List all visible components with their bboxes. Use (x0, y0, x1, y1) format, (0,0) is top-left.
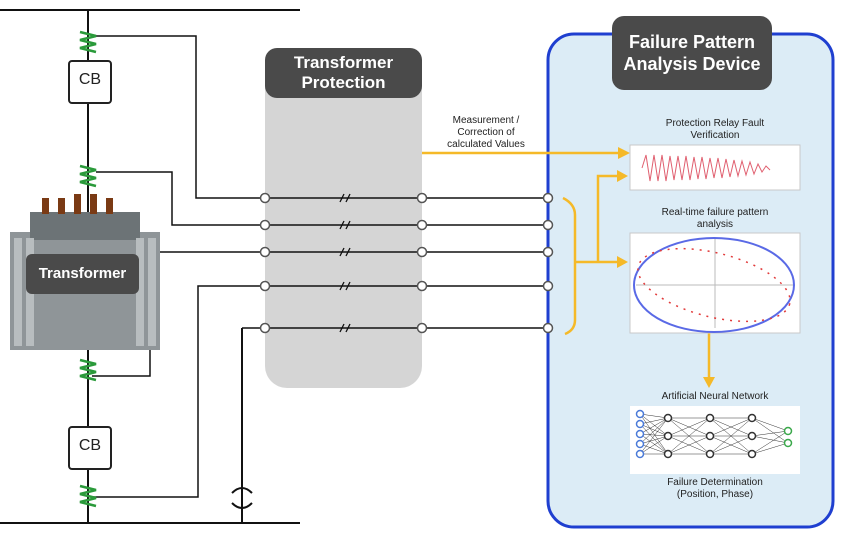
device-title: Failure Pattern Analysis Device (612, 16, 772, 90)
ann-input-nodes (635, 409, 645, 459)
ann-connections (639, 413, 789, 455)
relay-waveform-trace (641, 154, 771, 182)
ct-coil-icons (79, 30, 97, 508)
arrow-heads (617, 147, 715, 388)
relay-title-line2: Verification (690, 130, 740, 141)
measurement-label: Measurement / Correction of calculated V… (428, 115, 544, 151)
neutral-ct-symbol (231, 487, 253, 509)
realtime-panel-title: Real-time failure pattern analysis (618, 207, 812, 231)
ann-output-nodes (783, 426, 793, 448)
relay-title-line1: Protection Relay Fault (665, 118, 765, 129)
terminal-circles (259, 192, 554, 334)
breaker-top: CB (68, 60, 112, 104)
relay-panel-title: Protection Relay Fault Verification (628, 118, 802, 142)
transformer-label: Transformer (26, 254, 139, 294)
measurement-line1: Measurement / (452, 115, 520, 126)
protection-title-line1: Transformer (293, 53, 394, 72)
realtime-title-line1: Real-time failure pattern (661, 207, 769, 218)
line-break-marks (339, 193, 351, 333)
failure-panel-title: Failure Determination (Position, Phase) (618, 477, 812, 501)
measurement-line2: Correction of (457, 127, 515, 138)
device-title-line2: Analysis Device (623, 54, 761, 74)
ann-panel-title: Artificial Neural Network (661, 391, 769, 402)
breaker-bottom: CB (68, 426, 112, 470)
measurement-line3: calculated Values (447, 139, 525, 150)
protection-title-line2: Protection (301, 73, 386, 92)
relay-waveform-chart (629, 144, 801, 191)
failure-title-line1: Failure Determination (667, 477, 763, 488)
ann-hidden-nodes (663, 413, 757, 459)
signal-lines (265, 197, 548, 329)
realtime-title-line2: analysis (696, 219, 734, 230)
ellipse-red-trace (637, 247, 791, 323)
data-flow-arrows (422, 151, 711, 378)
ct-wiring (92, 35, 265, 498)
protection-title: Transformer Protection (265, 48, 422, 98)
device-title-line1: Failure Pattern (628, 32, 756, 52)
failure-title-line2: (Position, Phase) (676, 489, 754, 500)
ellipse-blue-trace (633, 237, 795, 333)
